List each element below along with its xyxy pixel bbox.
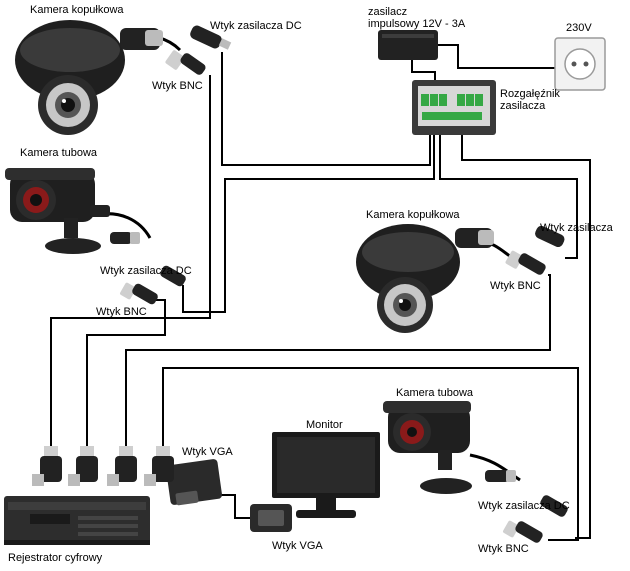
label-dc-plug-right: Wtyk zasilacza	[540, 222, 613, 234]
label-dc-plug-left: Wtyk zasilacza DC	[100, 265, 192, 277]
dvr-icon	[4, 496, 150, 545]
cable-coil-right-tube	[469, 453, 521, 482]
label-vga-top: Wtyk VGA	[182, 446, 233, 458]
cable-bnc-top-dome	[50, 75, 211, 448]
label-mains: 230V	[566, 22, 592, 34]
left-tube-connectors	[110, 232, 140, 244]
cable-dc-top-dome	[221, 52, 431, 166]
bnc-connector-icon	[68, 446, 98, 486]
label-dc-plug-top: Wtyk zasilacza DC	[210, 20, 302, 32]
dc-plug-icon	[160, 265, 186, 287]
label-bnc-right: Wtyk BNC	[490, 280, 541, 292]
vga-connector-icon	[250, 504, 292, 532]
label-monitor: Monitor	[306, 419, 343, 431]
vga-connector-icon	[165, 459, 223, 506]
label-camera-tube-right: Kamera tubowa	[396, 387, 474, 399]
power-adapter-icon	[378, 30, 438, 60]
wall-socket-icon	[554, 37, 606, 91]
label-power-supply: zasilacz impulsowy 12V - 3A	[368, 6, 466, 30]
label-camera-tube-left: Kamera tubowa	[20, 147, 98, 159]
label-bnc-left: Wtyk BNC	[96, 306, 147, 318]
bullet-camera-icon	[5, 168, 110, 254]
label-bnc-top: Wtyk BNC	[152, 80, 203, 92]
label-bnc-bottom: Wtyk BNC	[478, 543, 529, 555]
bnc-connector-icon	[503, 520, 543, 543]
recorder-bnc-inputs	[32, 446, 174, 486]
cable-dc-right-dome	[439, 135, 578, 259]
label-recorder: Rejestrator cyfrowy	[8, 552, 103, 564]
label-splitter: Rozgałęźnik zasilacza	[500, 88, 560, 112]
label-vga-bottom: Wtyk VGA	[272, 540, 323, 552]
cable-psu-mains	[438, 44, 560, 69]
bnc-connector-icon	[120, 282, 158, 305]
bnc-connector-icon	[144, 446, 174, 486]
top-dome-connectors	[120, 28, 163, 50]
monitor-icon	[272, 432, 380, 518]
dome-camera-icon	[356, 224, 494, 333]
bullet-camera-icon	[383, 401, 516, 494]
bnc-connector-icon	[32, 446, 62, 486]
bnc-connector-icon	[165, 50, 206, 75]
cable-psu-splitter	[411, 60, 436, 82]
label-dc-plug-bottom: Wtyk zasilacza DC	[478, 500, 570, 512]
label-camera-dome-right: Kamera kopułkowa	[366, 209, 460, 221]
cable-bnc-right-tube	[162, 367, 579, 541]
bnc-connector-icon	[505, 250, 546, 275]
cable-bnc-right-dome	[125, 274, 551, 448]
cable-dc-left-tube	[182, 135, 435, 313]
cable-bnc-left-tube	[86, 299, 166, 448]
dc-plug-icon	[540, 495, 568, 517]
bnc-connector-icon	[107, 446, 137, 486]
cable-dc-right-tube	[461, 135, 591, 539]
dc-plug-icon	[535, 225, 565, 248]
dc-plug-icon	[190, 25, 232, 50]
dome-camera-icon	[15, 20, 125, 135]
power-splitter-icon	[412, 80, 496, 135]
label-camera-dome-top: Kamera kopułkowa	[30, 4, 124, 16]
